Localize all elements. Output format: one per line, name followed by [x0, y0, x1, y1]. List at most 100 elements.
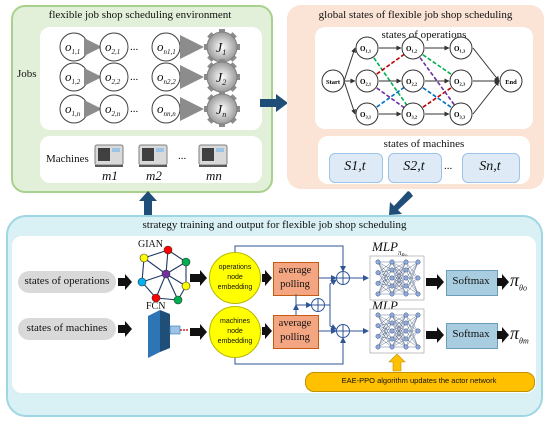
operation-node-label: O3,2: [406, 111, 418, 120]
mlp-mach-title: MLPπθm: [372, 298, 409, 318]
operation-node-label: O3,3: [454, 111, 466, 120]
machine-icon-1: [94, 142, 124, 168]
operation-node: [449, 69, 473, 93]
operation-node-label: O2,2: [406, 78, 418, 87]
ops-pooling-line-2: polling: [280, 279, 310, 290]
machines-state-title: states of machines: [383, 138, 465, 150]
machines-label: Machines: [46, 153, 89, 165]
operation-node: [355, 36, 379, 60]
start-edge: [343, 47, 356, 82]
operation-node-label: O3,1: [360, 111, 372, 120]
operation-circle: [99, 94, 129, 124]
operation-node: [449, 102, 473, 126]
job-ellipsis: ...: [130, 103, 139, 115]
ops-pooling-label: average polling: [273, 264, 317, 292]
ops-pooling-line-1: average: [278, 265, 312, 276]
operation-node: [401, 69, 425, 93]
end-edge: [472, 47, 500, 82]
operation-circle: [99, 32, 129, 62]
machine-label-n: mn: [206, 168, 222, 183]
ops-softmax: [446, 270, 498, 296]
mach-pooling-line-1: average: [278, 318, 312, 329]
ops-embedding-line-2: node: [227, 274, 243, 281]
ops-input-label: states of operations: [24, 275, 110, 287]
ops-input: [18, 271, 116, 293]
mach-input: [18, 318, 116, 340]
mach-softmax-label: Softmax: [452, 328, 490, 340]
end-edge: [472, 80, 500, 115]
operation-label: o1,1: [65, 39, 80, 56]
start-label: Start: [326, 79, 341, 86]
operation-node-label: O1,1: [360, 45, 372, 54]
machine-label-1: m1: [102, 168, 118, 183]
machine-share-edge: [412, 47, 462, 115]
end-node: [499, 69, 523, 93]
job-ellipsis: ...: [130, 41, 139, 53]
machine-state-ellipsis: ...: [444, 160, 453, 172]
gian-label: GIAN: [138, 239, 163, 250]
ops-softmax-label: Softmax: [452, 275, 490, 287]
operation-label: o1,2: [65, 69, 81, 86]
machine-state-1: [329, 153, 383, 183]
mach-input-label: states of machines: [26, 322, 108, 334]
machine-state-label-n: Sn,t: [479, 159, 501, 174]
operation-node: [355, 69, 379, 93]
policy-mach-symbol: π: [510, 323, 520, 343]
operation-label: o2,n: [105, 101, 121, 118]
ops-embedding-line-1: operations: [218, 264, 252, 271]
mlp-ops-title: MLPπθo: [372, 239, 408, 259]
machine-ellipsis: ...: [178, 150, 187, 162]
ops-embedding-line-3: embedding: [217, 284, 253, 291]
arrow-global-to-strategy: [389, 191, 413, 215]
start-node: [321, 69, 345, 93]
operation-node: [401, 36, 425, 60]
mach-embedding-line-3: embedding: [217, 338, 253, 345]
jobs-label: Jobs: [17, 68, 37, 80]
machine-state-n: [462, 153, 520, 183]
machine-state-label-2: S2,t: [403, 159, 425, 174]
policy-mach-output: πθm: [510, 323, 529, 346]
operation-node-label: O1,2: [406, 45, 418, 54]
ops-embedding-label: operations node embedding: [209, 263, 261, 293]
operation-node: [401, 102, 425, 126]
policy-ops-symbol: π: [510, 270, 520, 290]
operation-circle: [99, 62, 129, 92]
operation-label: on2,2: [157, 69, 176, 86]
operation-label: onn,n: [157, 101, 176, 118]
operation-node: [355, 102, 379, 126]
machine-state-2: [388, 153, 442, 183]
arrow-strategy-to-env: [139, 191, 157, 215]
machine-label-2: m2: [146, 168, 162, 183]
job-label: J1: [216, 41, 226, 57]
operation-label: o2,2: [105, 69, 121, 86]
job-label: J2: [216, 71, 226, 87]
arrow-env-to-global: [260, 94, 288, 112]
job-ellipsis: ...: [130, 71, 139, 83]
eae-ppo-label: EAE-PPO algorithm updates the actor netw…: [341, 376, 497, 385]
start-edge: [343, 80, 356, 115]
operations-title: states of operations: [381, 29, 467, 41]
operation-node-label: O1,3: [454, 45, 466, 54]
job-label: Jn: [216, 103, 226, 119]
mach-embedding-line-1: machines: [220, 318, 250, 325]
machine-icon-n: [198, 142, 228, 168]
mlp-ops-text: MLP: [372, 239, 398, 254]
operation-node-label: O2,1: [360, 78, 372, 87]
strategy-title: strategy training and output for flexibl…: [142, 219, 407, 231]
machine-share-edge: [366, 47, 414, 115]
mach-embedding-label: machines node embedding: [209, 317, 261, 347]
gear-icon: [206, 93, 238, 125]
operation-label: on1,1: [157, 39, 176, 56]
fcn-label: FCN: [146, 301, 166, 312]
mach-embedding-line-2: node: [227, 328, 243, 335]
machine-icon-2: [138, 142, 168, 168]
operation-label: o1,n: [65, 101, 81, 118]
environment-title: flexible job shop scheduling environment: [48, 9, 232, 21]
global-title: global states of flexible job shop sched…: [318, 9, 513, 21]
mlp-mach-text: MLP: [372, 298, 398, 313]
operation-node: [449, 36, 473, 60]
eae-ppo-box: [305, 372, 535, 392]
mach-pooling-line-2: polling: [280, 332, 310, 343]
